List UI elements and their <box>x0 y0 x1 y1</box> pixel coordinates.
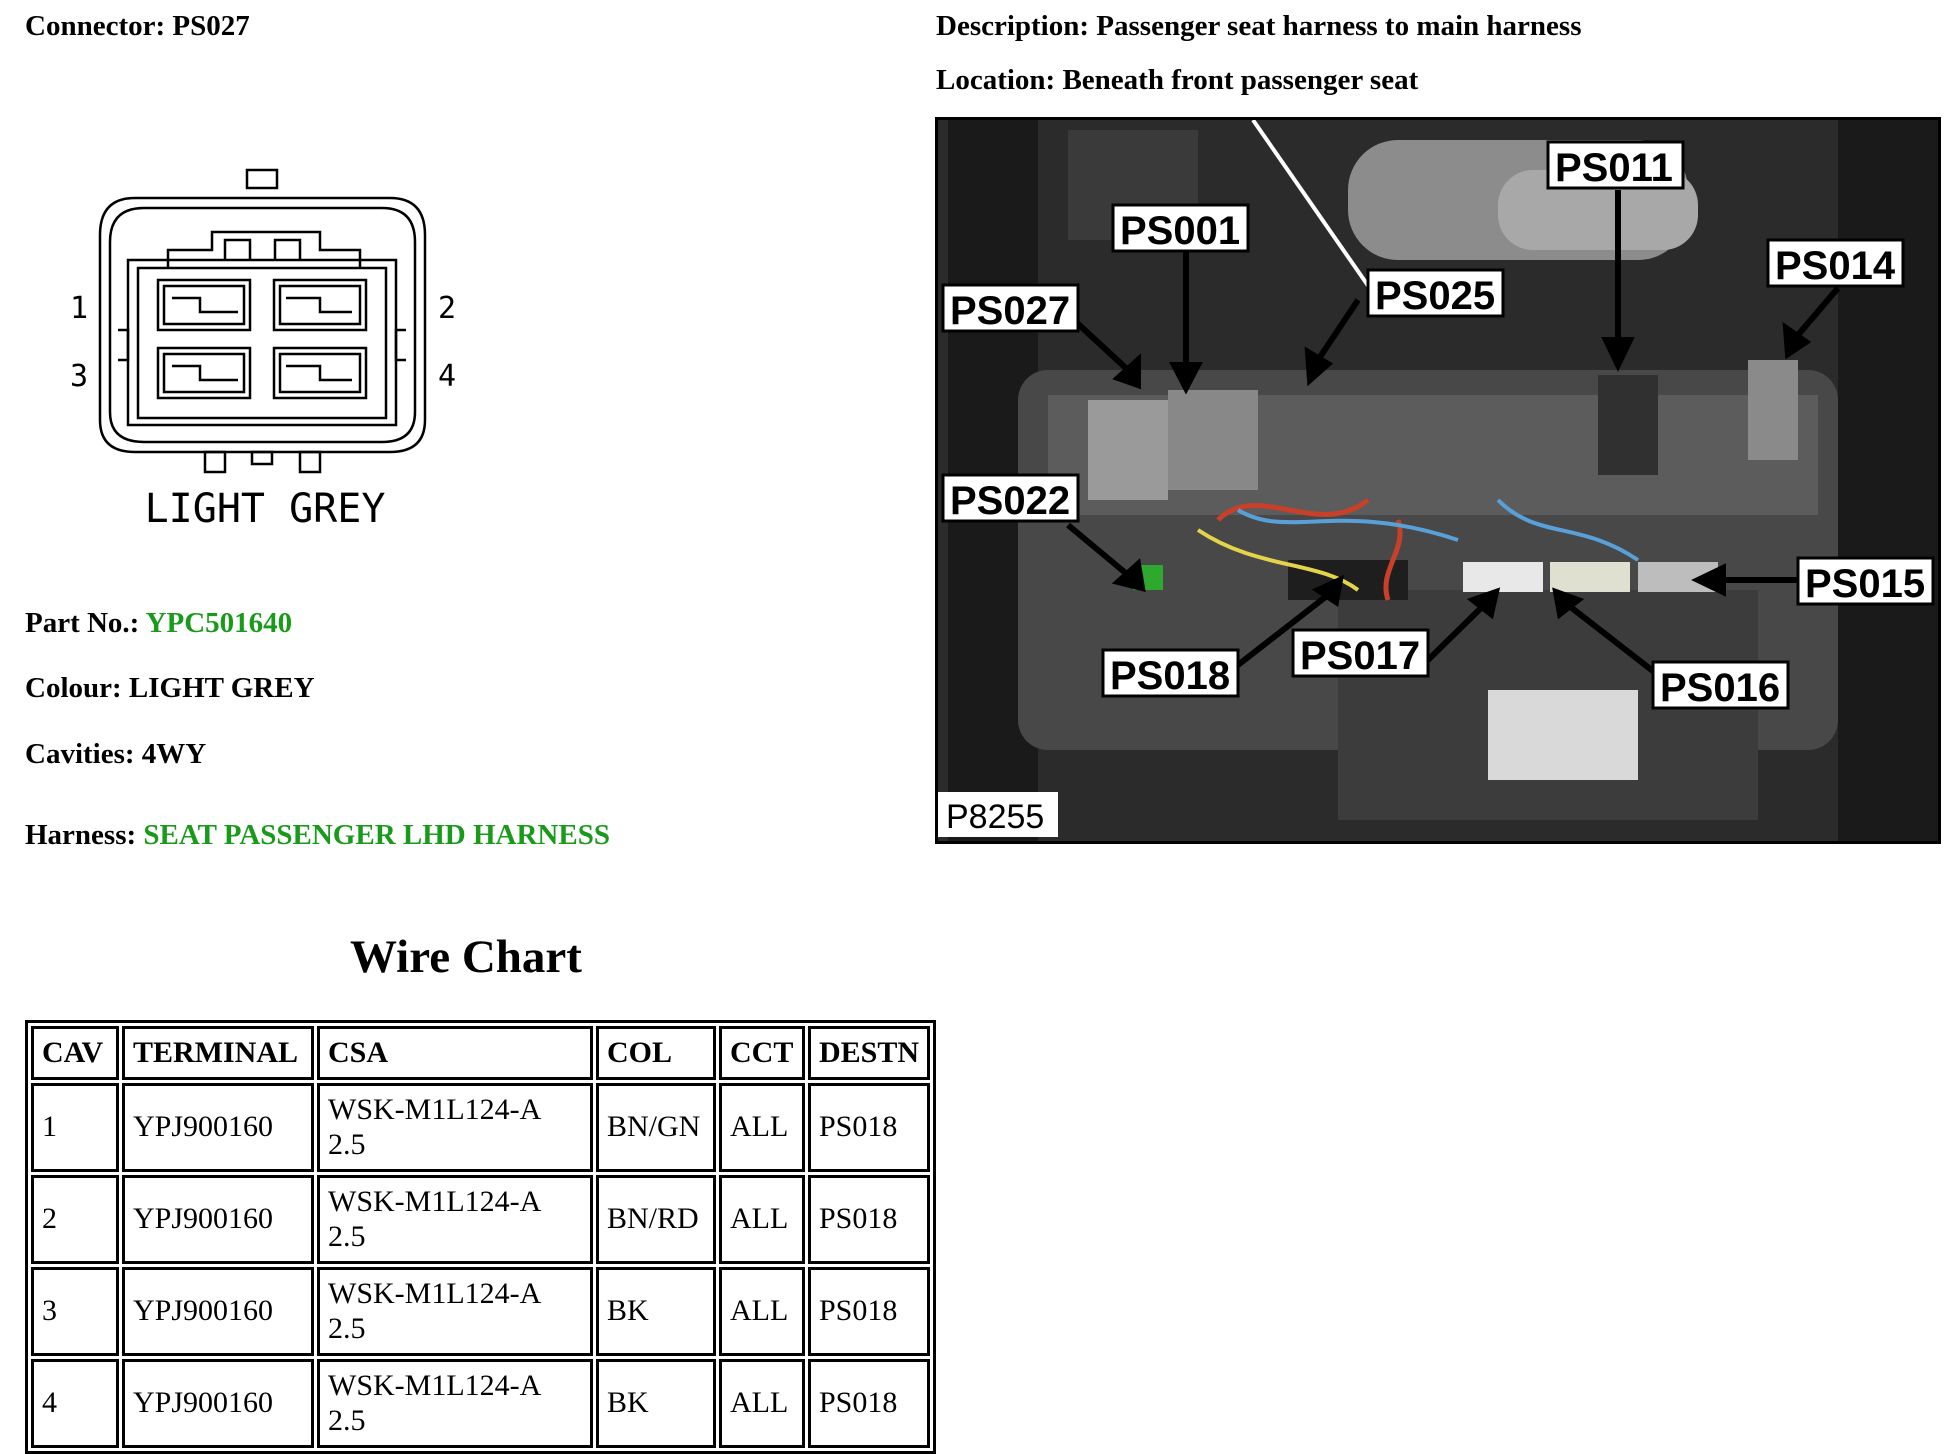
terminal-cell: YPJ900160 <box>122 1359 314 1448</box>
photo-callout-labels: PS001 PS011 PS014 PS027 PS025 PS022 PS01… <box>938 140 1935 837</box>
location-label: Location: <box>936 64 1056 96</box>
cav-cell: 3 <box>31 1267 119 1356</box>
connector-label: Connector: <box>25 10 166 42</box>
terminal-cell: YPJ900160 <box>122 1267 314 1356</box>
colour-field: Colour: LIGHT GREY <box>25 672 315 705</box>
photo-label-ps025: PS025 <box>1375 274 1495 318</box>
pin-4-number: 4 <box>438 359 456 394</box>
column-header-cct: CCT <box>719 1026 805 1080</box>
destn-cell: PS018 <box>808 1267 931 1356</box>
csa-spec: WSK-M1L124-A <box>328 1185 542 1218</box>
photo-label-ps015: PS015 <box>1805 562 1925 606</box>
column-header-terminal: TERMINAL <box>122 1026 314 1080</box>
description-field: Description: Passenger seat harness to m… <box>936 10 1582 43</box>
pin-3-number: 3 <box>70 359 88 394</box>
column-header-cav: CAV <box>31 1026 119 1080</box>
col-cell: BN/RD <box>596 1175 716 1264</box>
photo-label-ps014: PS014 <box>1775 244 1896 288</box>
harness-label: Harness: <box>25 819 137 851</box>
destn-cell: PS018 <box>808 1083 931 1172</box>
pin-1-number: 1 <box>70 291 88 326</box>
cct-cell: ALL <box>719 1175 805 1264</box>
part-number-link[interactable]: YPC501640 <box>145 607 293 639</box>
connector-pinout-diagram: 1 2 3 4 LIGHT GREY <box>70 168 456 532</box>
cavities-label: Cavities: <box>25 738 135 770</box>
description-label: Description: <box>936 10 1090 42</box>
col-cell: BK <box>596 1359 716 1448</box>
connector-value: PS027 <box>172 10 250 42</box>
photo-reference-number: P8255 <box>946 798 1044 836</box>
photo-label-ps022: PS022 <box>950 479 1070 523</box>
cavities-field: Cavities: 4WY <box>25 738 206 771</box>
colour-value: LIGHT GREY <box>128 672 315 704</box>
column-header-csa: CSA <box>317 1026 593 1080</box>
csa-spec: WSK-M1L124-A <box>328 1277 542 1310</box>
photo-label-ps001: PS001 <box>1120 209 1240 253</box>
cav-cell: 4 <box>31 1359 119 1448</box>
wire-chart-title: Wire Chart <box>350 931 582 983</box>
destn-cell: PS018 <box>808 1175 931 1264</box>
column-header-col: COL <box>596 1026 716 1080</box>
csa-size: 2.5 <box>328 1127 366 1161</box>
col-cell: BN/GN <box>596 1083 716 1172</box>
terminal-cell: YPJ900160 <box>122 1175 314 1264</box>
csa-size: 2.5 <box>328 1403 366 1437</box>
part-number-label: Part No.: <box>25 607 140 639</box>
cav-cell: 2 <box>31 1175 119 1264</box>
pin-2-number: 2 <box>438 291 456 326</box>
photo-label-ps018: PS018 <box>1110 654 1230 698</box>
wire-chart-table: CAV TERMINAL CSA COL CCT DESTN 1 YPJ9001… <box>25 1020 937 1454</box>
csa-spec: WSK-M1L124-A <box>328 1369 542 1402</box>
table-header-row: CAV TERMINAL CSA COL CCT DESTN <box>31 1026 931 1080</box>
part-number-field: Part No.: YPC501640 <box>25 607 292 640</box>
harness-link[interactable]: SEAT PASSENGER LHD HARNESS <box>143 819 610 851</box>
photo-label-ps011: PS011 <box>1555 146 1673 190</box>
csa-size: 2.5 <box>328 1219 366 1253</box>
location-photo: PS001 PS011 PS014 PS027 PS025 PS022 PS01… <box>935 117 1941 844</box>
colour-caption: LIGHT GREY <box>145 486 386 532</box>
csa-spec: WSK-M1L124-A <box>328 1093 542 1126</box>
cct-cell: ALL <box>719 1083 805 1172</box>
harness-field: Harness: SEAT PASSENGER LHD HARNESS <box>25 819 610 852</box>
destn-cell: PS018 <box>808 1359 931 1448</box>
location-field: Location: Beneath front passenger seat <box>936 64 1418 97</box>
photo-label-ps016: PS016 <box>1660 666 1780 710</box>
description-value: Passenger seat harness to main harness <box>1096 10 1582 42</box>
cav-cell: 1 <box>31 1083 119 1172</box>
terminal-cell: YPJ900160 <box>122 1083 314 1172</box>
cct-cell: ALL <box>719 1359 805 1448</box>
cct-cell: ALL <box>719 1267 805 1356</box>
colour-label: Colour: <box>25 672 122 704</box>
csa-size: 2.5 <box>328 1311 366 1345</box>
column-header-destn: DESTN <box>808 1026 931 1080</box>
location-value: Beneath front passenger seat <box>1062 64 1419 96</box>
col-cell: BK <box>596 1267 716 1356</box>
photo-label-ps017: PS017 <box>1300 634 1420 678</box>
cavities-value: 4WY <box>141 738 207 770</box>
photo-label-ps027: PS027 <box>950 289 1070 333</box>
connector-field: Connector: PS027 <box>25 10 250 43</box>
